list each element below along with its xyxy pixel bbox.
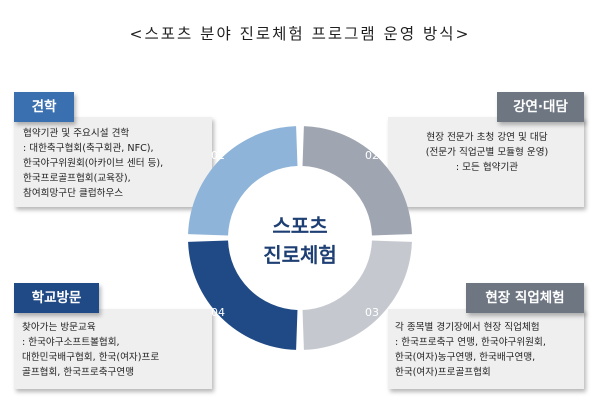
text-line: 한국야구위원회(아카이브 센터 등), (23, 158, 164, 169)
text-line: : 대한축구협회(축구회관, NFC), (23, 143, 154, 154)
text-line: 한국(여자)농구연맹, 한국배구연맹, (395, 352, 536, 363)
segment-number-04: 04 (211, 306, 225, 319)
text-line: 협약기관 및 주요시설 견학 (23, 128, 130, 139)
text-line: : 모든 협약기관 (455, 162, 519, 173)
info-box-tour (14, 117, 212, 207)
info-box-lecture (388, 117, 584, 207)
label-school-visit: 학교방문 (14, 283, 99, 313)
ring-segments (188, 126, 412, 350)
diagram-title: <스포츠 분야 진로체험 프로그램 운영 방식> (129, 25, 471, 43)
text-line: 대한민국배구협회, 한국(여자)프로 (22, 352, 160, 363)
center-title-line1: 스포츠 (272, 214, 328, 238)
center-title-line2: 진로체험 (263, 243, 337, 267)
label-tour: 견학 (14, 92, 74, 122)
info-box-field-experience (388, 309, 584, 389)
ring-segment-01 (188, 126, 298, 236)
info-box-school-visit (14, 309, 212, 389)
text-line: 참여희망구단 클럽하우스 (23, 188, 124, 199)
ring-segment-04 (188, 240, 298, 350)
info-box-tour-text: 협약기관 및 주요시설 견학 : 대한축구협회(축구회관, NFC), 한국야구… (23, 126, 163, 201)
label-lecture: 강연·대담 (497, 92, 584, 122)
info-box-lecture-text: 현장 전문가 초청 강연 및 대담 (전문가 직업군별 모듈형 운영) : 모든… (394, 130, 580, 175)
text-line: 골프협회, 한국프로축구연맹 (22, 367, 135, 378)
label-field-experience: 현장 직업체험 (466, 283, 584, 313)
text-line: 각 종목별 경기장에서 현장 직업체험 (395, 322, 540, 333)
ring-segment-02 (302, 126, 412, 236)
info-box-school-visit-text: 찾아가는 방문교육 : 한국야구소프트볼협회, 대한민국배구협회, 한국(여자)… (22, 320, 159, 380)
segment-number-01: 01 (211, 149, 225, 162)
text-line: 찾아가는 방문교육 (22, 322, 96, 333)
center-title: 스포츠 진로체험 (225, 212, 375, 270)
text-line: 한국(여자)프로골프협회 (395, 367, 491, 378)
segment-number-03: 03 (365, 306, 379, 319)
text-line: : 한국프로축구 연맹, 한국야구위원회, (395, 337, 546, 348)
text-line: : 한국야구소프트볼협회, (22, 337, 120, 348)
ring-segment-03 (302, 240, 412, 350)
text-line: 한국프로골프협회(교육장), (23, 173, 131, 184)
info-box-field-experience-text: 각 종목별 경기장에서 현장 직업체험 : 한국프로축구 연맹, 한국야구위원회… (395, 320, 546, 380)
text-line: (전문가 직업군별 모듈형 운영) (425, 147, 549, 158)
segment-number-02: 02 (365, 149, 379, 162)
text-line: 현장 전문가 초청 강연 및 대담 (426, 132, 548, 143)
